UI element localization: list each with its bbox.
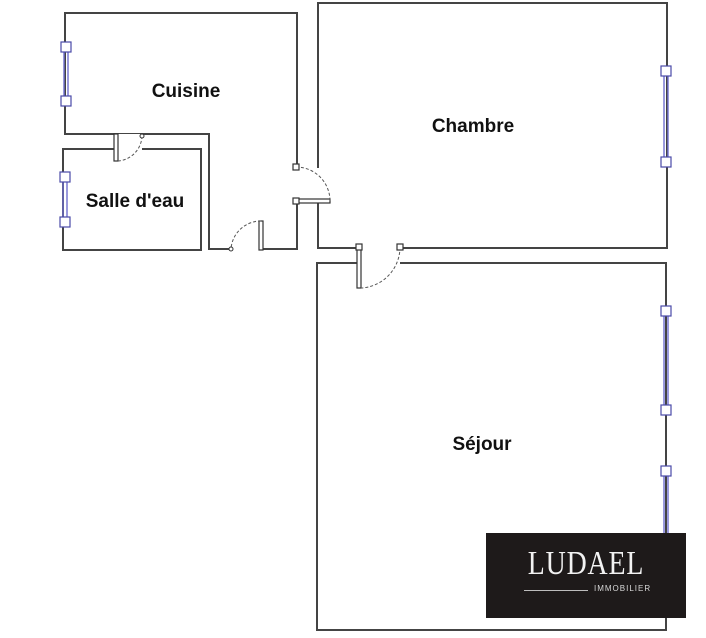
salle-eau-door xyxy=(113,133,145,162)
sejour-door xyxy=(355,243,404,289)
chambre-window xyxy=(660,65,672,168)
cuisine-wall xyxy=(64,12,298,250)
sejour-window-bottom xyxy=(660,465,672,533)
chambre-wall xyxy=(317,2,668,249)
entry-door xyxy=(228,220,264,252)
cuisine-chambre-door xyxy=(292,163,331,205)
room-label-sejour: Séjour xyxy=(452,434,512,455)
logo-rule xyxy=(524,590,588,591)
room-label-salle-eau: Salle d'eau xyxy=(86,191,185,212)
sejour-window-top xyxy=(660,305,672,416)
sejour-wall xyxy=(316,262,667,631)
logo-subtitle: IMMOBILIER xyxy=(594,584,652,593)
room-label-chambre: Chambre xyxy=(432,116,514,137)
cuisine-window xyxy=(60,41,72,107)
salle-eau-window xyxy=(59,171,71,228)
logo-name: LUDAEL xyxy=(527,545,645,582)
ludael-logo: LUDAEL IMMOBILIER xyxy=(486,533,686,618)
room-label-cuisine: Cuisine xyxy=(152,81,221,102)
